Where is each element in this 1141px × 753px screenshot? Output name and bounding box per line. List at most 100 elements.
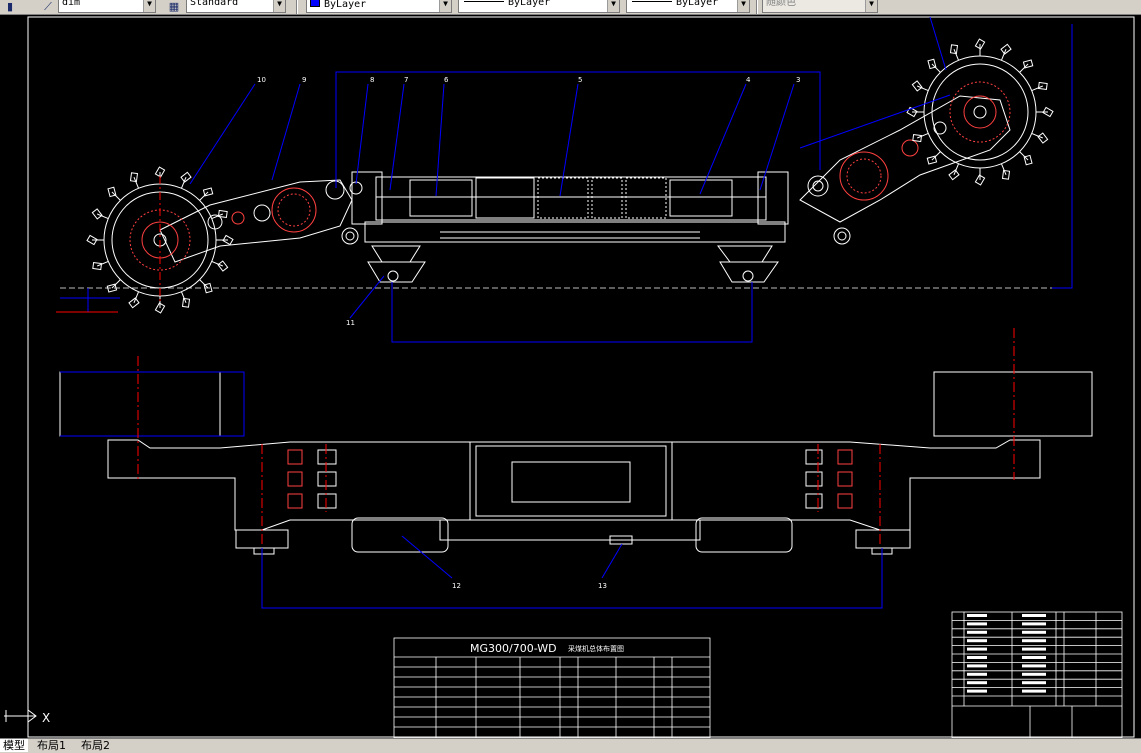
cutter-pick-shank (1019, 151, 1029, 161)
cutter-pick-shank (211, 260, 224, 267)
tab-layout-2[interactable]: 布局2 (81, 739, 110, 752)
parts-list-entry-mark (1022, 656, 1046, 659)
chevron-down-icon[interactable]: ▼ (737, 0, 749, 12)
cutter-pick-shank (199, 191, 209, 201)
cutter-pick-shank (111, 279, 121, 289)
cutter-pick-tip (1022, 59, 1034, 69)
cutter-pick-tip (217, 209, 228, 219)
cutter-pick-tip (1037, 81, 1048, 91)
parts-list-entry-mark (967, 672, 987, 676)
parts-list-entry-mark (1022, 672, 1046, 676)
cutter-pick-tip (948, 169, 960, 181)
linetype-preview-icon (464, 1, 504, 2)
ucs-icon (4, 709, 37, 723)
properties-toolbar: ▮ ⟋ dim ▼ ▦ Standard ▼ ByLayer ▼ ByLayer… (0, 0, 1141, 15)
linetype-select[interactable]: ByLayer ▼ (458, 0, 620, 13)
cutter-pick-shank (1019, 63, 1029, 73)
ucs-x-label: X (42, 711, 50, 725)
parts-list (951, 611, 1123, 738)
cutter-pick-tip (974, 38, 986, 50)
cutter-pick-shank (180, 291, 187, 304)
dimstyle-icon[interactable]: ⟋ (44, 0, 52, 13)
plan-view (59, 371, 1093, 555)
parts-list-entry-mark (1022, 664, 1046, 668)
cutter-pick-tip (1042, 106, 1054, 118)
callout-4: 4 (746, 76, 751, 84)
toolbar-separator (296, 0, 298, 14)
cutter-pick-tip (91, 208, 103, 220)
cutter-pick-tip (222, 234, 234, 246)
cutter-pick-tip (1037, 132, 1049, 144)
tab-layout-1[interactable]: 布局1 (37, 739, 66, 752)
cutter-pick-shank (96, 213, 109, 220)
cutter-pick-tip (128, 297, 140, 309)
callout-13: 13 (598, 582, 607, 590)
spec-table (393, 637, 711, 738)
cutter-pick-tip (927, 58, 937, 70)
textstyle-select[interactable]: Standard ▼ (186, 0, 286, 13)
spec-table-grid (394, 657, 710, 738)
cutter-pick-tip (107, 186, 117, 198)
textstyle-icon[interactable]: ▦ (168, 0, 180, 13)
cutter-pick-tip (949, 44, 959, 55)
cutter-pick-tip (974, 174, 986, 186)
callout-9: 9 (302, 76, 306, 84)
callout-3: 3 (796, 76, 800, 84)
dimension-lines-bottom (60, 371, 883, 609)
callout-6: 6 (444, 76, 449, 84)
cutter-pick-tip (154, 166, 166, 178)
color-select[interactable]: ByLayer ▼ (306, 0, 452, 13)
parts-list-entry-mark (1022, 614, 1046, 617)
cutter-pick-shank (133, 176, 140, 189)
cutter-pick-shank (931, 63, 941, 73)
cutter-pick-tip (1000, 43, 1012, 55)
cutter-pick-shank (133, 291, 140, 304)
parts-list-entry-mark (1022, 630, 1046, 634)
cutter-pick-shank (199, 279, 209, 289)
lineweight-preview-icon (632, 1, 672, 2)
parts-list-entry-mark (967, 614, 987, 617)
callout-10: 10 (257, 76, 266, 84)
spec-table-title: MG300/700-WD (470, 642, 557, 655)
layout-tab-bar: 模型 布局1 布局2 (0, 738, 1141, 753)
toolbar-separator (756, 0, 758, 14)
dimension-lines-top (60, 16, 1073, 343)
parts-list-entry-mark (967, 622, 987, 626)
cutter-pick-tip (181, 297, 191, 308)
cutter-pick-tip (1023, 154, 1033, 166)
callout-labels: 10 9 8 7 6 5 4 3 11 12 13 (257, 76, 800, 590)
cutter-pick-shank (96, 260, 109, 267)
chevron-down-icon[interactable]: ▼ (143, 0, 155, 12)
parts-list-entry-mark (967, 664, 987, 668)
parts-list-grid (952, 612, 1122, 706)
chevron-down-icon[interactable]: ▼ (439, 0, 451, 12)
parts-list-entry-mark (1022, 647, 1046, 651)
cutter-pick-shank (931, 151, 941, 161)
parts-list-entry-mark (967, 681, 987, 685)
cutter-pick-shank (1000, 48, 1007, 61)
drawing-canvas[interactable]: 10 9 8 7 6 5 4 3 11 12 13 (0, 15, 1141, 738)
chevron-down-icon[interactable]: ▼ (273, 0, 285, 12)
chevron-down-icon[interactable]: ▼ (607, 0, 619, 12)
cutter-pick-tip (203, 282, 213, 294)
parts-list-entry-mark (967, 630, 987, 634)
cutter-pick-tip (129, 172, 139, 183)
lineweight-select[interactable]: ByLayer ▼ (626, 0, 750, 13)
cutter-pick-tip (1001, 169, 1011, 180)
color-swatch-icon (310, 0, 320, 7)
tab-model[interactable]: 模型 (0, 739, 28, 752)
spec-table-subtitle: 采煤机总体布置图 (568, 644, 624, 653)
plotstyle-select: 随颜色 ▼ (762, 0, 878, 13)
parts-list-entry-mark (967, 647, 987, 651)
callout-12: 12 (452, 582, 461, 590)
parts-list-entry-mark (1022, 681, 1046, 685)
cutter-pick-shank (916, 132, 929, 139)
cutter-pick-tip (202, 187, 214, 197)
centerlines-top (56, 176, 161, 313)
cutter-pick-shank (180, 176, 187, 189)
grip-icon: ▮ (6, 0, 14, 13)
dimstyle-select[interactable]: dim ▼ (58, 0, 156, 13)
cutter-pick-shank (1031, 85, 1044, 92)
parts-list-entry-mark (1022, 622, 1046, 626)
parts-list-entry-mark (967, 639, 987, 643)
